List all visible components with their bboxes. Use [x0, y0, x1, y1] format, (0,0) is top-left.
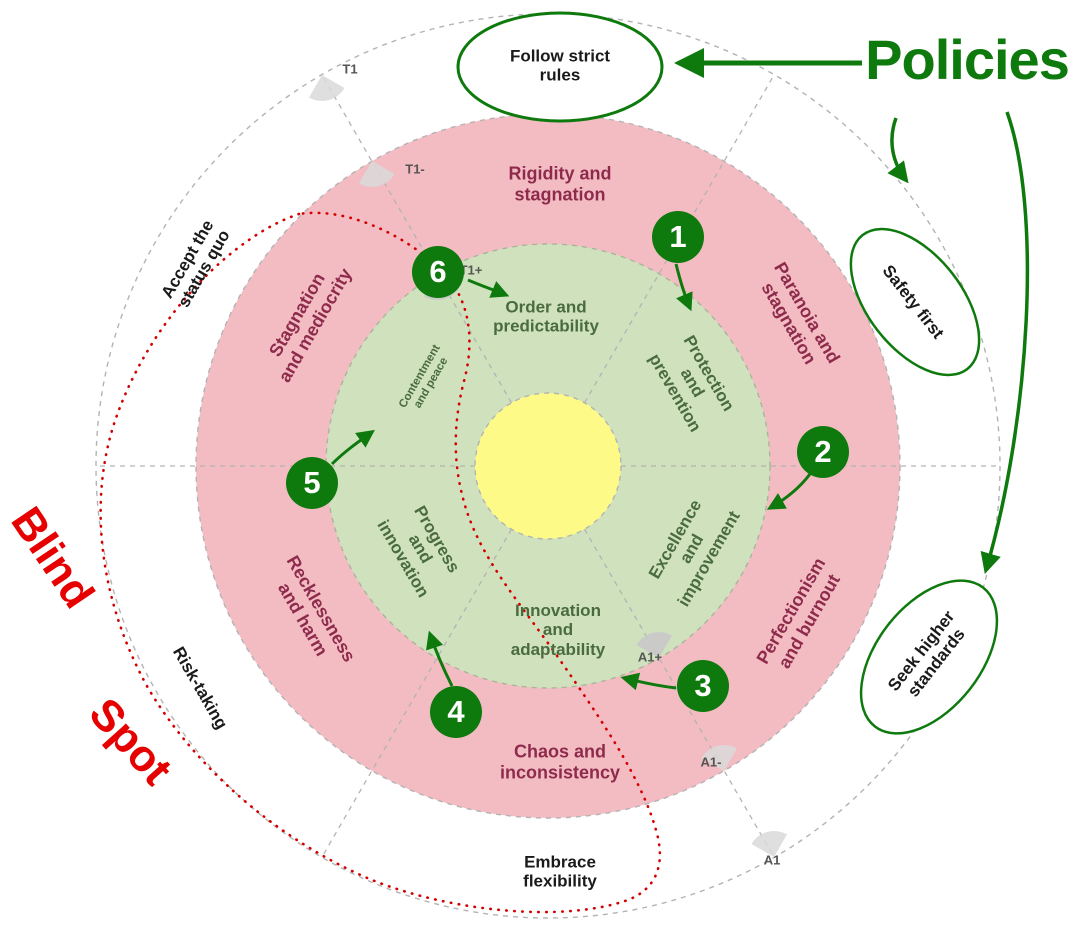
wedge-a1 — [751, 831, 787, 857]
seek-higher-standards-oval — [859, 579, 999, 735]
marker-6: 6 — [412, 246, 464, 298]
code-t1: T1 — [342, 61, 358, 77]
sector-line-240 — [321, 528, 513, 858]
code-a1: A1 — [763, 852, 781, 868]
wedge-t1 — [309, 75, 345, 101]
sector-line-60 — [583, 74, 775, 404]
policies-annotation: Policies — [865, 28, 1070, 92]
core-circle — [474, 392, 622, 540]
follow-strict-rules-oval — [456, 11, 664, 123]
wedge-a1-minus — [701, 745, 737, 771]
safety-first-oval — [849, 227, 981, 377]
code-a1-plus: A1+ — [637, 649, 663, 665]
wedge-a1-plus — [636, 632, 672, 658]
outer-circle — [95, 13, 1001, 919]
marker-2: 2 — [797, 426, 849, 478]
marker-5: 5 — [286, 457, 338, 509]
policies-to-safety-arrow — [887, 117, 909, 184]
marker-3: 3 — [677, 660, 729, 712]
marker-3-arrow — [620, 672, 677, 691]
marker-1-arrow — [674, 263, 693, 312]
code-a1-minus: A1- — [700, 754, 722, 770]
policies-to-seek-arrow — [980, 111, 1030, 575]
marker-4: 4 — [430, 686, 482, 738]
sector-line-120 — [321, 74, 513, 404]
sector-line-300 — [583, 528, 775, 858]
blind-spot-outline — [99, 211, 662, 914]
code-t1-plus: T1+ — [459, 262, 483, 278]
marker-1: 1 — [652, 211, 704, 263]
marker-4-arrow — [426, 630, 454, 687]
code-t1-minus: T1- — [405, 161, 425, 177]
marker-5-arrow — [330, 429, 375, 466]
wedge-t1-minus — [359, 161, 395, 187]
marker-6-arrow — [467, 278, 510, 298]
marker-2-arrow — [766, 473, 812, 510]
